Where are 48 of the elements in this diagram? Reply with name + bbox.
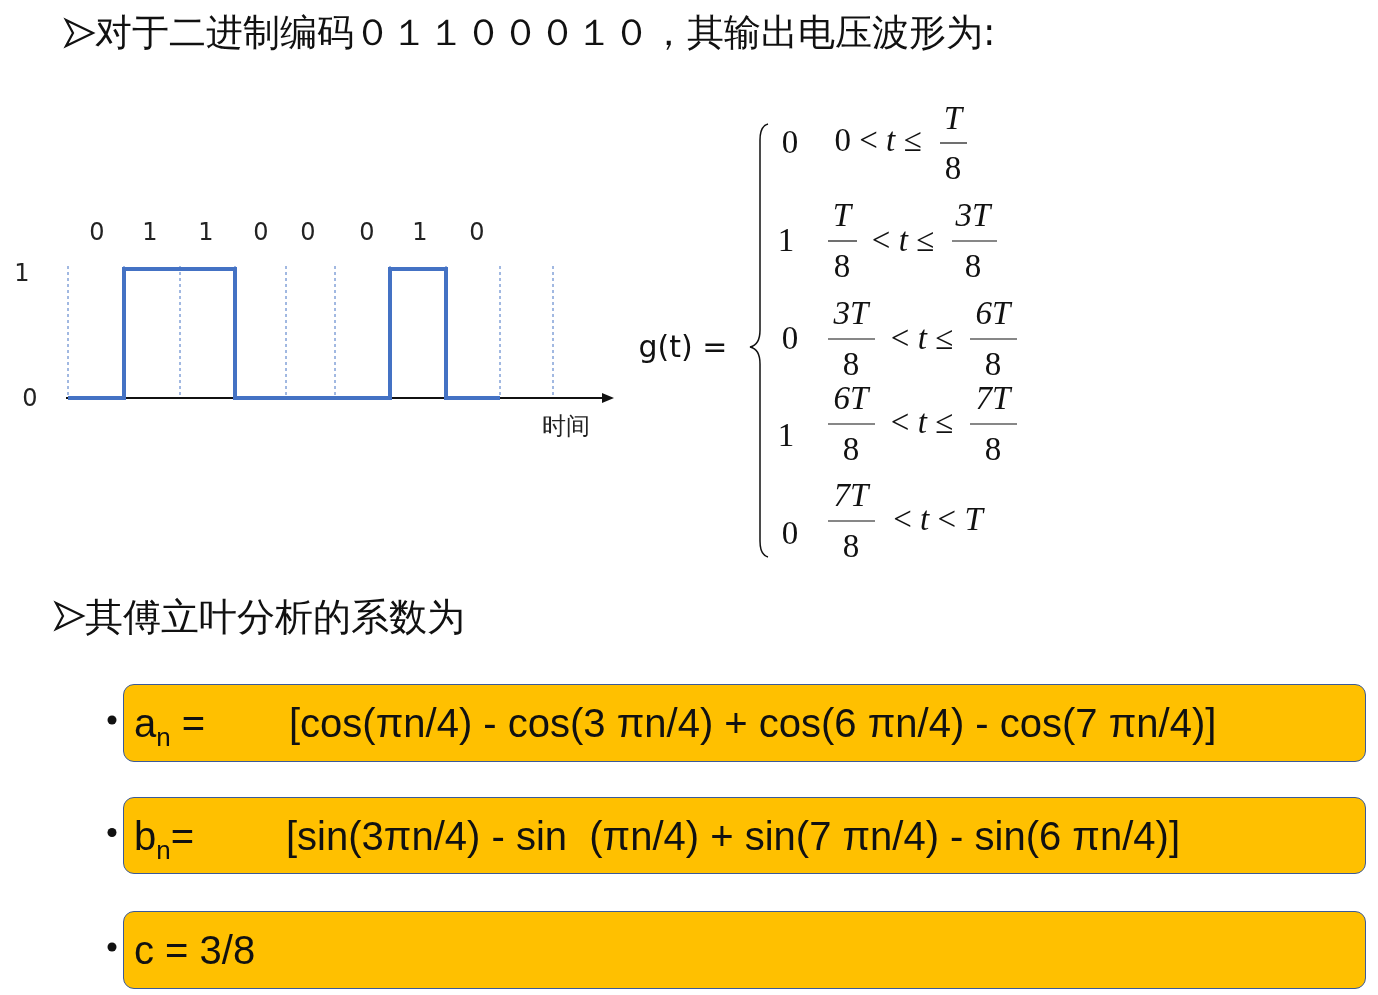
- heading: 对于二进制编码０１１０００１０，其输出电压波形为:: [95, 10, 996, 56]
- fraction-term: 8: [984, 432, 1002, 466]
- fraction-term: 3T: [833, 296, 869, 330]
- section-heading: 其傅立叶分析的系数为: [85, 598, 465, 636]
- formula-box: [123, 797, 1366, 874]
- fraction-term: 8: [842, 529, 860, 563]
- formula-text: c = 3/8: [134, 930, 256, 970]
- value-label: 1: [777, 223, 795, 257]
- value-label: 0: [781, 321, 799, 355]
- bit-label: 1: [142, 220, 158, 244]
- fraction-term: 7T: [975, 381, 1011, 415]
- formula-box: [123, 684, 1366, 762]
- formula-text: b$_{n}$=: [134, 816, 195, 863]
- fraction-term: 8: [984, 347, 1002, 381]
- fraction-term: 7T: [833, 478, 869, 512]
- axis-tick-label: 1: [14, 261, 30, 285]
- bit-label: 0: [359, 220, 375, 244]
- fraction-term: 8: [842, 432, 860, 466]
- fraction-term: T: [832, 198, 852, 232]
- bit-label: 0: [253, 220, 269, 244]
- bit-label: 0: [469, 220, 485, 244]
- fraction-term: 8: [842, 347, 860, 381]
- inequality-label: < t ≤: [890, 321, 954, 355]
- formula-expression: [sin(3πn/4) - sin (πn/4) + sin(7 πn/4) - sin(6 πn/4)]: [286, 816, 1180, 856]
- inequality-label: 0 < t ≤: [834, 123, 922, 157]
- fraction-term: T: [943, 101, 963, 135]
- fraction-term: 3T: [955, 198, 991, 232]
- axis-tick-label: 0: [22, 386, 38, 410]
- formula-expression: [cos(πn/4) - cos(3 πn/4) + cos(6 πn/4) - cos(7 πn/4)]: [289, 703, 1217, 743]
- fraction-term: 8: [964, 249, 982, 283]
- bit-label: 1: [412, 220, 428, 244]
- bit-label: 0: [89, 220, 105, 244]
- fraction-term: 6T: [975, 296, 1011, 330]
- value-label: 0: [781, 516, 799, 550]
- inequality-label: < t < T: [893, 502, 983, 536]
- inequality-label: < t ≤: [890, 405, 954, 439]
- fraction-term: 8: [833, 249, 851, 283]
- value-label: 0: [781, 125, 799, 159]
- fraction-term: 6T: [833, 381, 869, 415]
- axis-title: 时间: [542, 414, 590, 438]
- function-label: g(t) =: [638, 332, 728, 362]
- bit-label: 0: [300, 220, 316, 244]
- fraction-term: 8: [944, 151, 962, 185]
- formula-box: [123, 911, 1366, 989]
- bit-label: 1: [198, 220, 214, 244]
- inequality-label: < t ≤: [871, 223, 935, 257]
- formula-text: a$_{n}$ =: [134, 703, 206, 750]
- value-label: 1: [777, 418, 795, 452]
